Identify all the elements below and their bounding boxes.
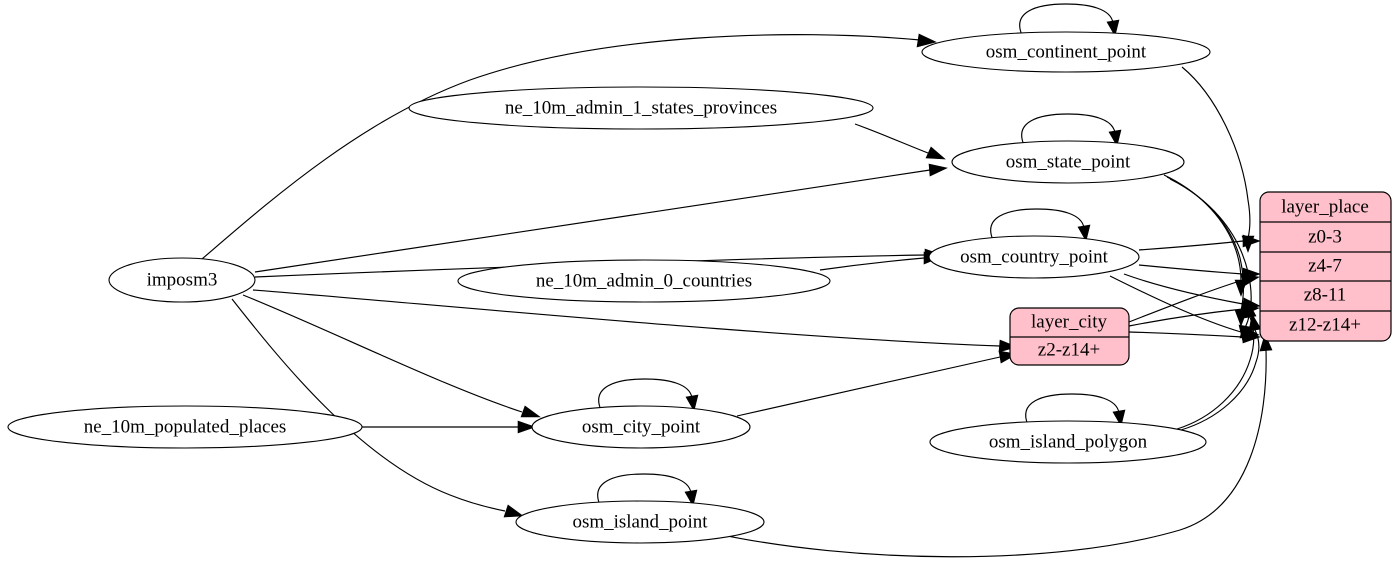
record-row-z12-z14plus[interactable]: z12-z14+ [1289, 314, 1361, 335]
arrowhead [1243, 300, 1257, 319]
edge-osm_city_point-to-layer_city [736, 356, 1001, 417]
node-label: osm_city_point [582, 416, 701, 437]
record-row-z4-7[interactable]: z4-7 [1308, 255, 1342, 276]
arrowhead [520, 405, 541, 418]
node-label: ne_10m_admin_0_countries [536, 270, 752, 291]
arrowhead [1242, 234, 1261, 248]
node-osm_continent_point[interactable]: osm_continent_point [921, 31, 1211, 73]
node-shape[interactable] [929, 420, 1207, 464]
selfloop-osm_state_point [1021, 113, 1116, 146]
selfloop-osm_country_point [990, 208, 1085, 241]
arrowhead [916, 33, 937, 48]
record-title: layer_place [1281, 196, 1369, 217]
arrowhead [1108, 129, 1122, 147]
edge-imposm3-to-osm_state_point [254, 169, 931, 273]
edge-layer_city-to-layer_place-z12-z14+ [1128, 331, 1244, 338]
record-row-z0-3[interactable]: z0-3 [1308, 226, 1342, 247]
edge-imposm3-to-layer_city [252, 289, 1001, 347]
node-label: imposm3 [147, 269, 218, 290]
node-label: osm_country_point [960, 246, 1108, 267]
node-shape[interactable] [7, 405, 363, 449]
edge-osm_country_point-to-layer_place-z8-11 [1123, 273, 1244, 305]
selfloop-osm_continent_point [1019, 3, 1114, 36]
edge-osm_island_point-to-layer_place-z12-z14+ [717, 349, 1267, 558]
node-ne_10m_admin_1_states_provinces[interactable]: ne_10m_admin_1_states_provinces [408, 86, 874, 130]
record-title: layer_city [1031, 311, 1107, 332]
node-label: osm_continent_point [986, 41, 1147, 62]
node-osm_country_point[interactable]: osm_country_point [928, 235, 1140, 279]
edge-osm_island_polygon-to-layer_place-z12-z14+ [1180, 329, 1260, 431]
selfloop-osm_island_point [597, 473, 692, 506]
node-osm_island_polygon[interactable]: osm_island_polygon [929, 420, 1207, 464]
arrowhead [503, 504, 524, 518]
node-shape[interactable] [457, 259, 831, 303]
node-ne_10m_populated_places[interactable]: ne_10m_populated_places [7, 405, 363, 449]
node-label: osm_island_polygon [989, 431, 1148, 452]
edge-osm_continent_point-to-layer_place-z0-3 [1181, 66, 1251, 239]
edge-osm_country_point-to-layer_place-z12-z14+ [1109, 275, 1242, 333]
arrowhead [1077, 224, 1091, 242]
record-row-z8-11[interactable]: z8-11 [1304, 284, 1347, 305]
node-osm_island_point[interactable]: osm_island_point [515, 500, 765, 544]
node-label: osm_island_point [572, 511, 708, 532]
arrowhead [1240, 273, 1260, 287]
edge-ne_admin_0_countries-to-osm_country_point [819, 257, 925, 271]
node-shape[interactable] [951, 140, 1185, 184]
arrowhead [1259, 333, 1273, 352]
edge-osm_state_point-to-layer_place-z8-11 [1166, 176, 1245, 312]
edge-layer_city-to-layer_place-z8-11 [1128, 308, 1244, 327]
edge-imposm3-to-osm_island_point [231, 298, 506, 512]
arrowhead [685, 394, 699, 412]
edge-imposm3-to-osm_continent_point [201, 34, 921, 260]
arrowhead [1242, 330, 1261, 344]
edge-osm_state_point-to-layer_place-z4-7 [1163, 174, 1242, 282]
node-shape[interactable] [921, 31, 1211, 73]
record-node-layer_place[interactable]: layer_place z0-3 z4-7 z8-11 z12-z14+ [1259, 191, 1392, 342]
node-shape[interactable] [515, 500, 765, 544]
arrowhead [925, 146, 946, 160]
edge-layer [201, 3, 1273, 558]
record-body[interactable] [1259, 191, 1392, 342]
arrowhead [1112, 409, 1126, 427]
node-layer: imposm3 ne_10m_populated_places ne_10m_a… [7, 31, 1392, 544]
node-osm_state_point[interactable]: osm_state_point [951, 140, 1185, 184]
node-shape[interactable] [108, 257, 256, 303]
arrowhead [998, 339, 1018, 353]
record-node-layer_city[interactable]: layer_city z2-z14+ [1009, 307, 1130, 366]
node-label: ne_10m_populated_places [84, 416, 287, 437]
node-ne_10m_admin_0_countries[interactable]: ne_10m_admin_0_countries [457, 259, 831, 303]
edge-osm_country_point-to-layer_place-z4-7 [1138, 264, 1244, 275]
arrowhead [928, 163, 948, 177]
node-label: osm_state_point [1006, 151, 1131, 172]
node-label: ne_10m_admin_1_states_provinces [505, 97, 777, 118]
node-shape[interactable] [408, 86, 874, 130]
arrowhead [1106, 19, 1120, 37]
node-shape[interactable] [928, 235, 1140, 279]
node-osm_city_point[interactable]: osm_city_point [531, 405, 751, 449]
edge-imposm3-to-osm_city_point [242, 294, 523, 413]
edge-osm_country_point-to-layer_place-z0-3 [1138, 240, 1244, 251]
selfloop-osm_city_point [598, 378, 693, 411]
arrowhead [1248, 313, 1262, 332]
arrowhead [517, 420, 536, 434]
edge-ne_states_provinces-to-osm_state_point [854, 123, 929, 154]
arrowhead [684, 489, 698, 507]
node-shape[interactable] [531, 405, 751, 449]
node-imposm3[interactable]: imposm3 [108, 257, 256, 303]
edge-layer_city-to-layer_place-z4-7 [1128, 279, 1244, 323]
selfloop-osm_island_polygon [1025, 393, 1120, 426]
record-row-z2-z14plus[interactable]: z2-z14+ [1038, 339, 1100, 360]
